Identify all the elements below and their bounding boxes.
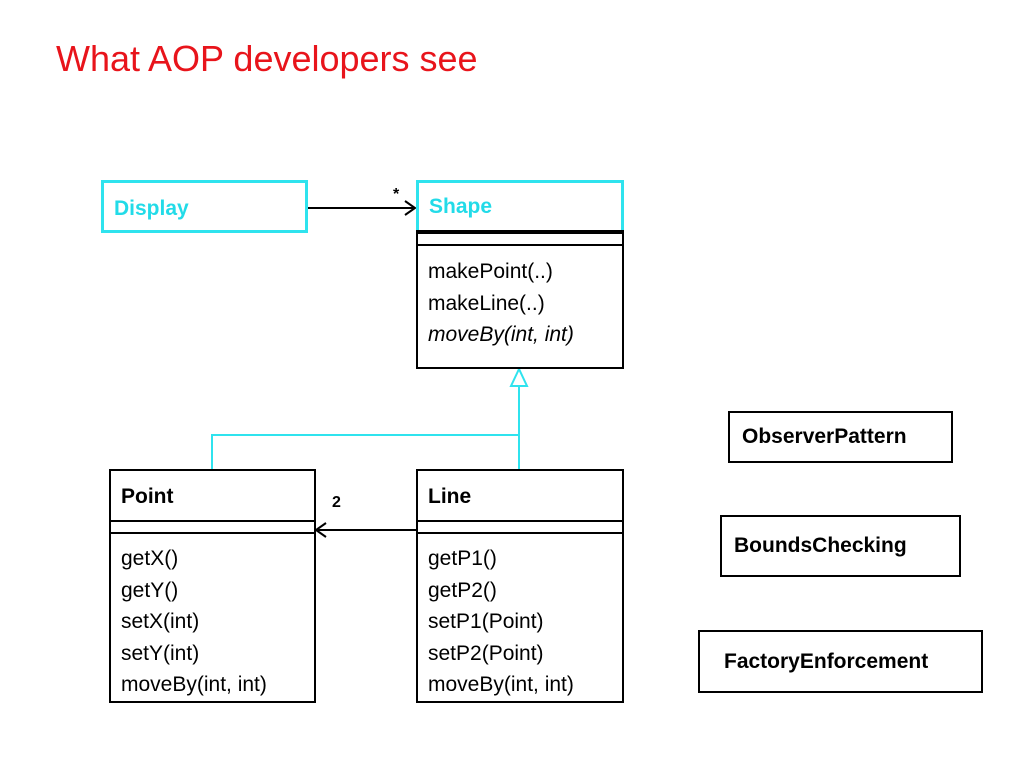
line-methods: getP1() getP2() setP1(Point) setP2(Point… [428,543,574,701]
point-method: getY() [121,578,179,602]
point-attributes-compartment [111,520,314,534]
point-methods: getX() getY() setX(int) setY(int) moveBy… [121,543,267,701]
aspect-observer-pattern: ObserverPattern [728,411,953,463]
display-name: Display [114,197,189,220]
point-name: Point [121,485,174,508]
line-attributes-compartment [418,520,622,534]
shape-methods: makePoint(..) makeLine(..) moveBy(int, i… [428,256,574,351]
point-method: setY(int) [121,641,200,665]
display-shape-arrowhead [404,200,417,216]
shape-name: Shape [429,195,493,218]
shape-class: makePoint(..) makeLine(..) moveBy(int, i… [416,230,624,369]
line-method: getP2() [428,578,497,602]
point-method: setX(int) [121,610,200,633]
line-name: Line [428,485,472,508]
line-method: setP1(Point) [428,610,544,633]
line-class: Line getP1() getP2() setP1(Point) setP2(… [416,469,624,703]
line-method: moveBy(int, int) [428,673,574,696]
point-class: Point getX() getY() setX(int) setY(int) … [109,469,316,703]
point-method: getX() [121,547,179,570]
shape-attributes-compartment [418,232,622,246]
line-point-multiplicity: 2 [332,494,341,511]
shape-name-compartment: Shape [416,180,624,232]
shape-method: makeLine(..) [428,291,545,315]
line-point-arrowhead [314,522,327,538]
shape-method: makePoint(..) [428,260,553,283]
point-method: moveBy(int, int) [121,673,267,696]
shape-method: moveBy(int, int) [428,323,574,346]
inheritance-triangle [509,366,529,387]
display-box: Display [101,180,308,233]
aspect-bounds-checking: BoundsChecking [720,515,961,577]
line-method: getP1() [428,547,497,570]
display-shape-multiplicity: * [393,186,400,203]
line-method: setP2(Point) [428,641,544,665]
aspect-factory-enforcement: FactoryEnforcement [698,630,983,693]
inheritance-connector [211,434,519,470]
slide-title: What AOP developers see [56,38,478,79]
